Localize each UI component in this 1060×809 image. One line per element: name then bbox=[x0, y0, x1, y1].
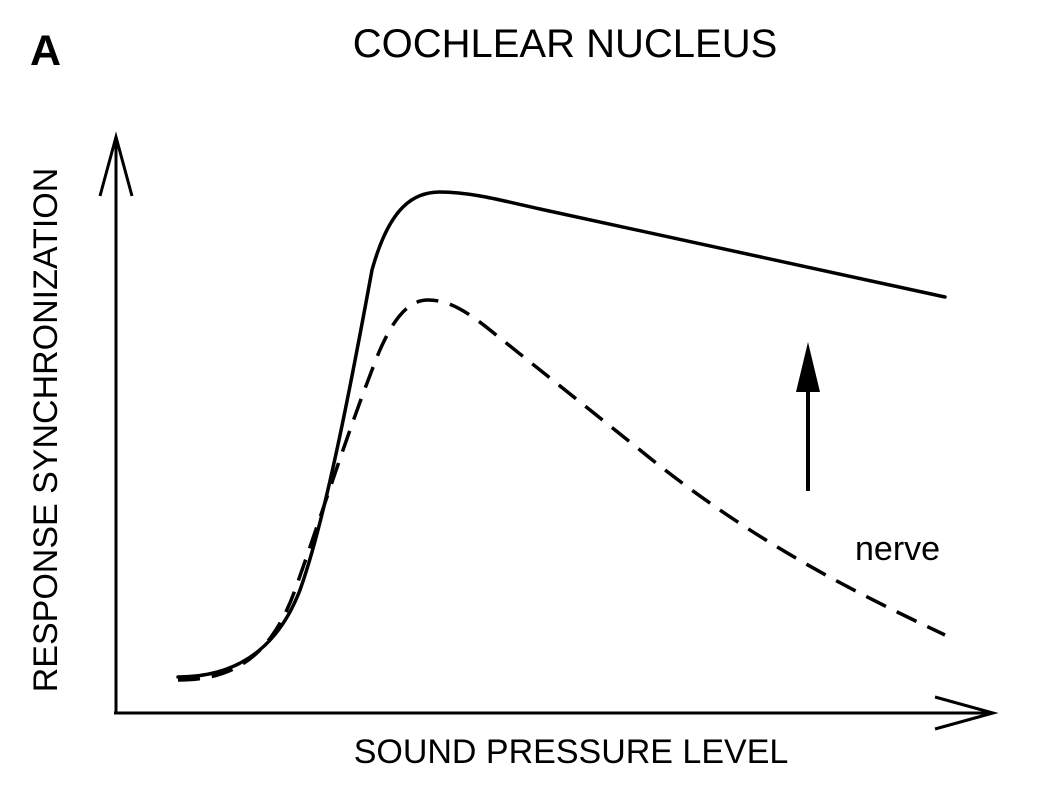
panel-letter: A bbox=[30, 27, 62, 75]
x-axis-label: SOUND PRESSURE LEVEL bbox=[353, 733, 789, 771]
cochlear-nucleus-curve bbox=[176, 190, 947, 679]
y-axis bbox=[98, 131, 134, 714]
nerve-label: nerve bbox=[855, 530, 941, 568]
nerve-curve bbox=[177, 298, 946, 682]
figure-title: COCHLEAR NUCLEUS bbox=[352, 22, 778, 66]
up-arrow bbox=[796, 342, 820, 491]
x-axis bbox=[114, 695, 999, 731]
y-axis-label: RESPONSE SYNCHRONIZATION bbox=[27, 167, 65, 693]
